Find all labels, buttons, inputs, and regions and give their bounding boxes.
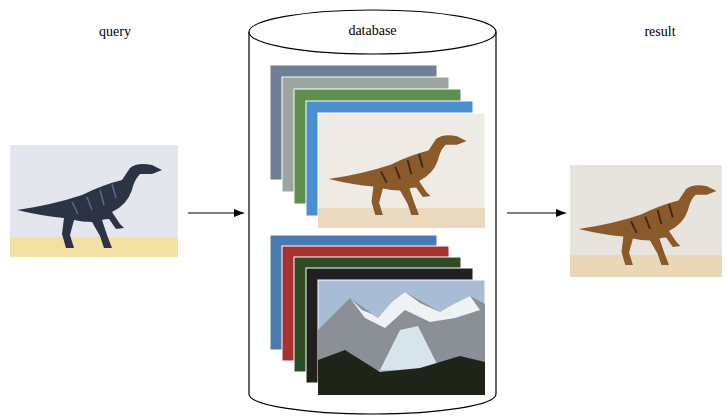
- cylinder-body: [249, 32, 496, 414]
- sand-strip: [570, 255, 722, 277]
- flow-arrow: [188, 213, 244, 214]
- dinosaur-figure: [329, 135, 467, 215]
- result-picture: [570, 165, 722, 277]
- result-panel: result: [570, 18, 722, 278]
- image-heading: result: [644, 24, 675, 40]
- sand-strip: [10, 237, 178, 257]
- front-photo: [318, 113, 485, 228]
- query-panel: query: [10, 18, 178, 258]
- dinosaur-stripes: [72, 184, 116, 214]
- picture-ground: [570, 165, 722, 277]
- image-heading: query: [99, 24, 131, 40]
- image-heading: database: [348, 23, 396, 39]
- front-photo: [318, 280, 485, 395]
- dinosaur-body: [17, 164, 162, 248]
- snow-cap: [350, 292, 480, 328]
- dinosaur-figure: [17, 164, 162, 248]
- dinosaur-figure: [579, 185, 717, 265]
- dinosaur-body: [329, 135, 467, 215]
- dinosaur-body: [579, 185, 717, 265]
- foreground-hills: [318, 350, 485, 395]
- database-cylinder: database: [248, 8, 497, 416]
- glacier: [380, 326, 440, 370]
- cylinder-outline: [248, 8, 497, 416]
- cylinder-top: [249, 10, 496, 54]
- flow-arrow: [507, 213, 566, 214]
- dinosaur-stripes: [381, 154, 423, 183]
- sand-strip: [318, 208, 485, 228]
- dinosaur-stripes: [631, 204, 673, 233]
- image-stack-lower: [270, 235, 485, 395]
- picture-ground: [10, 145, 178, 257]
- query-picture: [10, 145, 178, 257]
- image-stack-upper: [270, 65, 485, 228]
